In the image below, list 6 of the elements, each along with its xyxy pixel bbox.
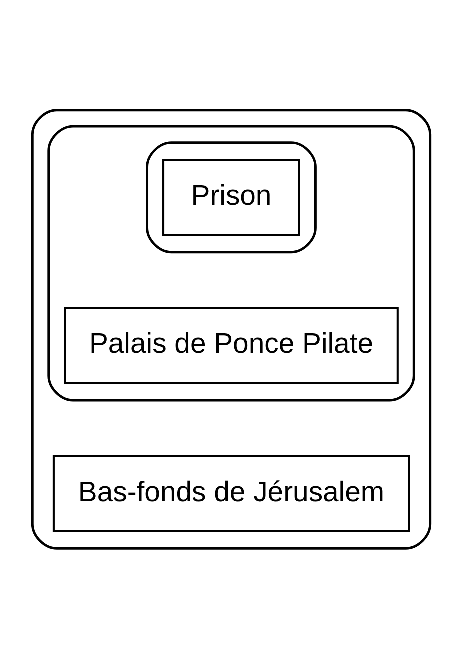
cluster [31, 108, 432, 550]
cluster [146, 141, 317, 254]
node-box: Prison [162, 158, 300, 236]
node-box: Palais de Ponce Pilate [64, 306, 399, 384]
node-box: Bas-fonds de Jérusalem [52, 454, 410, 532]
cluster [48, 124, 416, 402]
